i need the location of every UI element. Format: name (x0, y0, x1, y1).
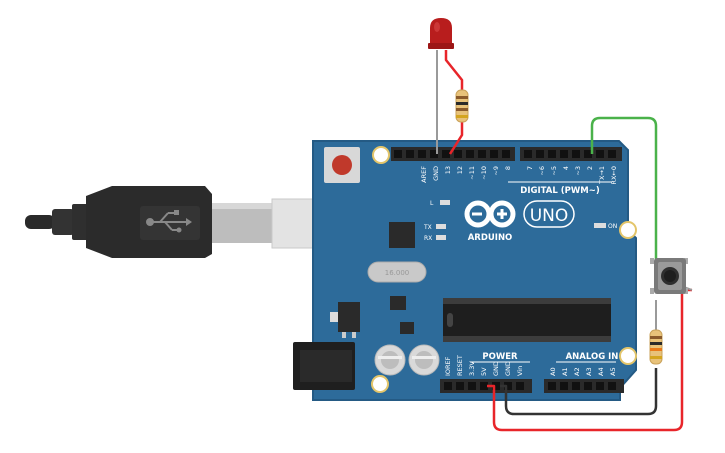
pin-2: 2 (586, 166, 594, 170)
mounting-hole (372, 146, 390, 164)
mounting-hole (619, 221, 637, 239)
atmega-chip (443, 298, 611, 342)
pin-5v: 5V (480, 367, 488, 376)
capacitor (374, 344, 406, 376)
red-led[interactable] (428, 18, 454, 49)
pin-a2: A2 (573, 367, 581, 376)
pin-13: 13 (444, 166, 452, 174)
led-l-indicator: L (430, 200, 450, 207)
pushbutton[interactable] (650, 258, 688, 294)
power-header (440, 379, 532, 393)
pin-3: ~3 (574, 166, 582, 176)
digital-header-label: DIGITAL (PWM~) (520, 186, 600, 196)
wire-gnd (500, 368, 658, 416)
pin-a5: A5 (609, 367, 617, 376)
voltage-regulator (330, 302, 360, 338)
pin-9: ~9 (492, 166, 500, 176)
pin-8: 8 (504, 166, 512, 170)
pin-a4: A4 (597, 367, 605, 376)
reset-button[interactable] (324, 147, 360, 183)
pin-7: 7 (526, 166, 534, 170)
pin-a0: A0 (549, 367, 557, 376)
pin-gnd-2: GND (504, 361, 512, 376)
wires (436, 50, 693, 432)
wire-resistor-pin13 (448, 120, 464, 155)
pin-gnd-1: GND (492, 361, 500, 376)
led-label-rx: RX (424, 235, 432, 242)
analog-pin-labels: A0 A1 A2 A3 A4 A5 (549, 367, 617, 376)
pin-12: 12 (456, 166, 464, 174)
mounting-hole (371, 375, 389, 393)
mounting-hole (619, 347, 637, 365)
usb-cable (25, 186, 361, 258)
led-on-indicator: ON (594, 223, 617, 230)
pin-1: TX→1 (598, 166, 606, 185)
pin-aref: AREF (420, 166, 428, 183)
usb-chip (389, 222, 415, 248)
model-label: UNO (530, 206, 569, 226)
capacitor (408, 344, 440, 376)
pin-vin: Vin (516, 366, 524, 376)
wire-led-resistor (444, 50, 464, 92)
digital-header (391, 147, 622, 161)
crystal (367, 261, 427, 283)
analog-header (544, 379, 624, 393)
pin-ioref: IOREF (444, 356, 452, 376)
pin-a3: A3 (585, 367, 593, 376)
pin-3v3: 3.3V (468, 361, 476, 376)
pin-6: ~6 (538, 166, 546, 176)
power-header-label: POWER (482, 352, 518, 362)
usb-symbol-icon (146, 210, 192, 233)
on-label: ON (608, 223, 617, 230)
usb-strain-relief (52, 209, 74, 235)
pin-5: ~5 (550, 166, 558, 176)
led-rx-indicator: RX (424, 235, 446, 242)
led-label-tx: TX (423, 224, 432, 231)
wire-5v (487, 288, 692, 432)
transistor (400, 322, 414, 334)
pin-4: 4 (562, 166, 570, 170)
pin-reset: RESET (456, 355, 464, 376)
usb-cable-wire (25, 215, 55, 229)
pin-a1: A1 (561, 367, 569, 376)
arduino-uno-board: 16.000 (293, 140, 637, 401)
top-pin-labels: AREF GND 13 12 ~11 ~10 ~9 8 7 ~6 ~5 4 ~3… (420, 166, 618, 185)
crystal-label: 16.000 (385, 269, 410, 277)
resistor-led[interactable] (455, 89, 469, 123)
uno-badge (523, 200, 575, 228)
arduino-logo-icon (464, 200, 516, 228)
analog-header-label: ANALOG IN (566, 352, 619, 362)
small-chip (390, 296, 406, 310)
led-tx-indicator: TX (423, 224, 446, 231)
usb-plug-shell (212, 203, 272, 243)
led-label-l: L (430, 200, 434, 207)
pin-10: ~10 (480, 166, 488, 180)
pin-11: ~11 (468, 166, 476, 180)
pin-0: RX←0 (610, 166, 618, 185)
power-pin-labels: IOREF RESET 3.3V 5V GND GND Vin (444, 355, 524, 376)
resistor-pulldown[interactable] (649, 329, 663, 365)
pin-gnd: GND (432, 166, 440, 181)
usb-strain-relief-2 (72, 204, 88, 240)
brand-label: ARDUINO (468, 233, 513, 243)
wire-pin2-button (590, 116, 658, 262)
